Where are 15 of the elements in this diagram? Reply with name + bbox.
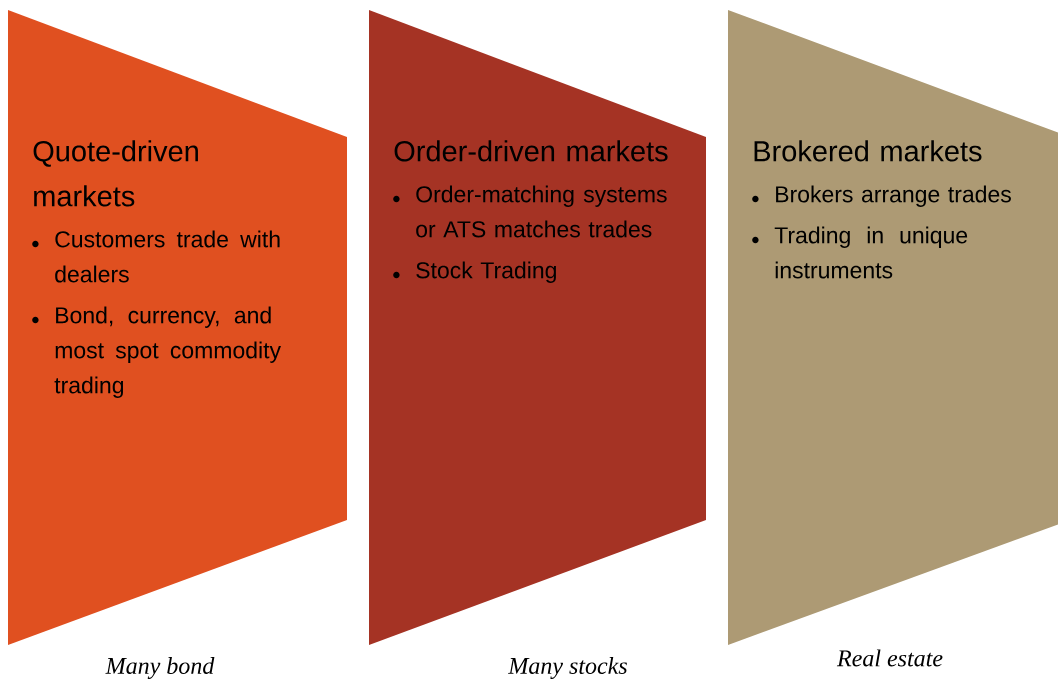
bullet-item: Brokers arrange trades (776, 185, 1011, 207)
bullet-item: Customers trade with dealers (55, 230, 280, 283)
node-label: Many stocks (508, 657, 627, 679)
heading: Order-driven markets (394, 140, 668, 162)
bullet-item: Order-matching systems or ATS matches trades (416, 185, 667, 238)
node-label: Real estate (836, 649, 943, 667)
heading: Quote-driven markets (33, 140, 198, 207)
trapezoid-panel (728, 10, 1058, 645)
trapezoid-panel (369, 10, 706, 645)
bullet-item: Stock Trading (416, 261, 556, 283)
bullet-item: Trading in unique instruments (774, 226, 968, 279)
trapezoid-panel (8, 10, 347, 645)
node-label: Many bond (105, 657, 215, 679)
heading: Brokered markets (754, 140, 982, 162)
bullet-item: Bond, currency, and most spot commodity trading (54, 306, 281, 398)
